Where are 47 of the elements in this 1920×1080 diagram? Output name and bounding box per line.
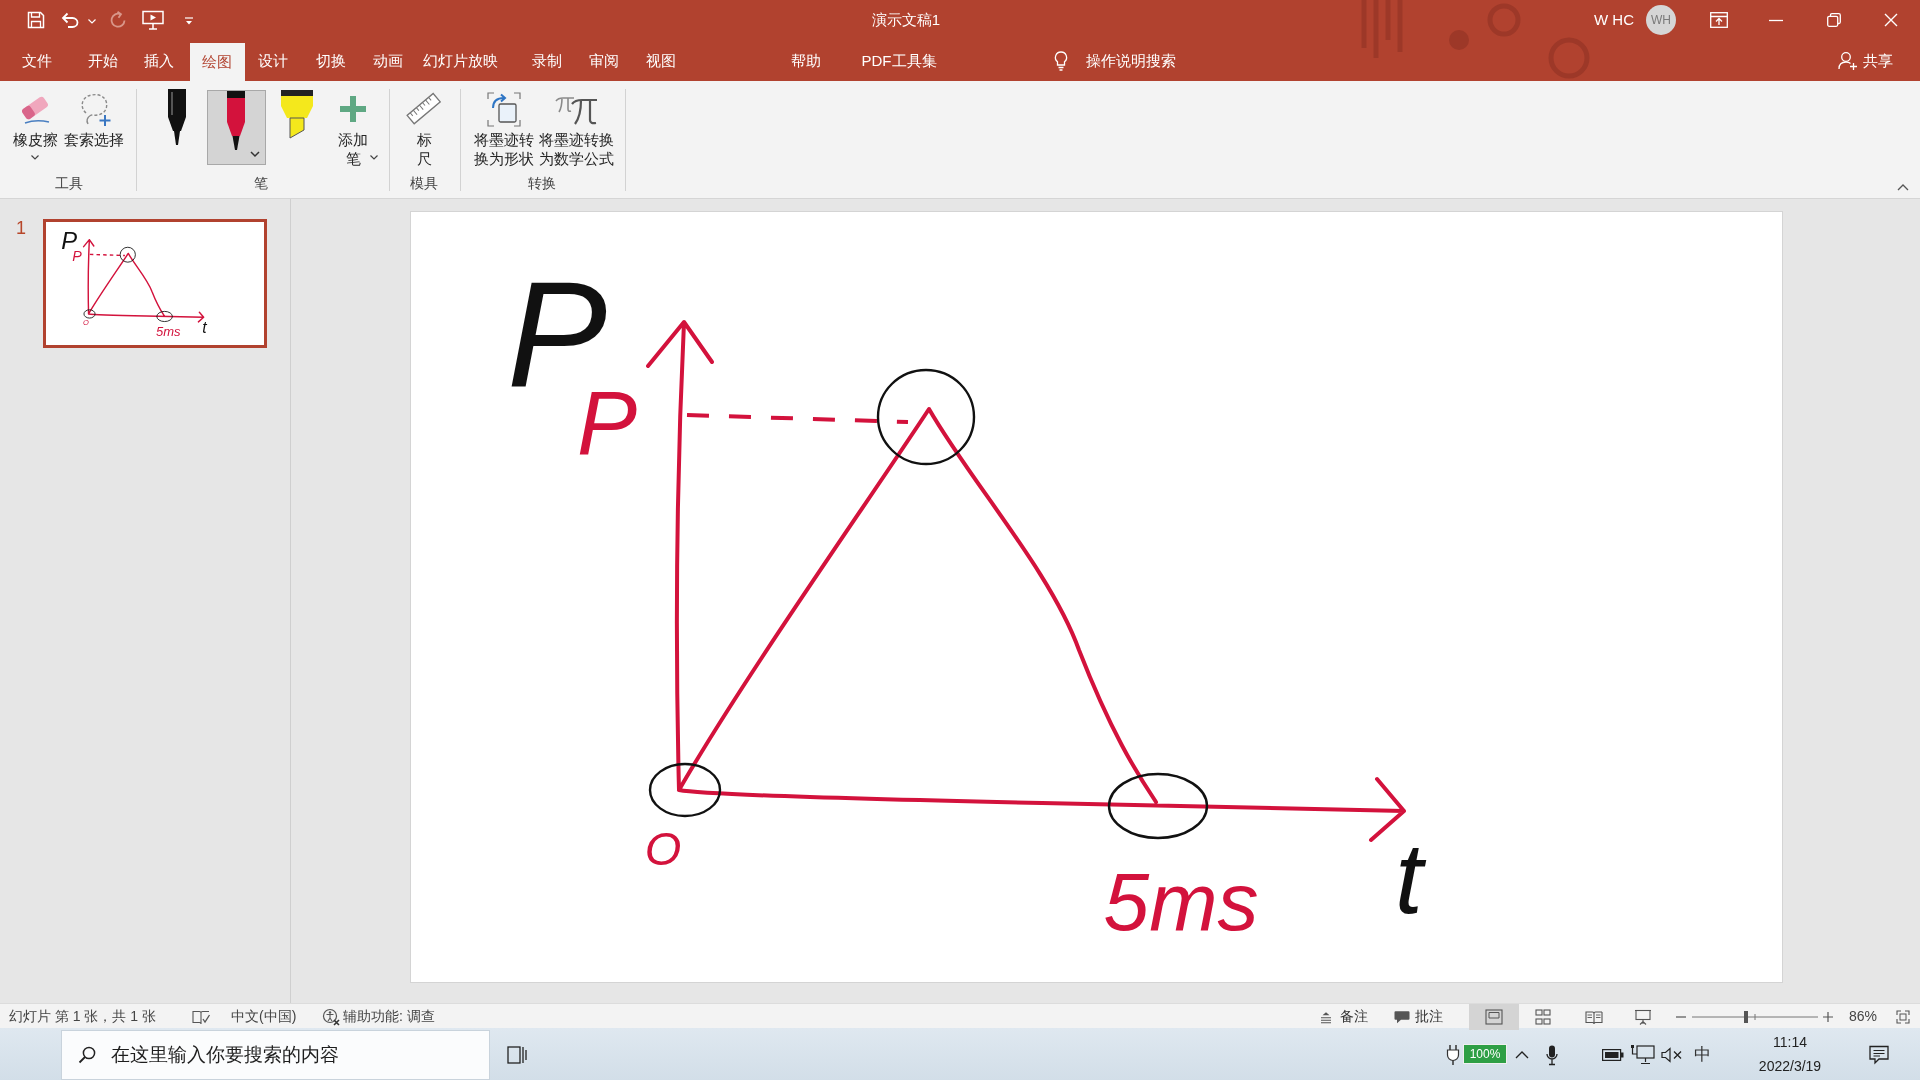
axis-label: P bbox=[506, 277, 608, 391]
tick-label: 5ms bbox=[1103, 871, 1259, 933]
tab-label: 设计 bbox=[258, 51, 288, 71]
axis-label: t bbox=[202, 321, 207, 334]
share-label: 共享 bbox=[1863, 51, 1893, 71]
tick-label: 5ms bbox=[155, 326, 181, 337]
command-label: 添加笔 bbox=[337, 130, 369, 168]
tab-label: 幻灯片放映 bbox=[422, 51, 498, 71]
slide-number: 1 bbox=[16, 216, 26, 240]
group-label: 模具 bbox=[410, 175, 438, 193]
group-label: 工具 bbox=[55, 175, 83, 193]
notes-label: 备注 bbox=[1340, 1008, 1368, 1026]
command-label: 将墨迹转换为数学公式 bbox=[537, 130, 615, 168]
help-search-label: 操作说明搜索 bbox=[1086, 51, 1176, 71]
search-field: 在这里输入你要搜索的内容 bbox=[61, 1030, 490, 1080]
status-text: 幻灯片 第 1 张，共 1 张 bbox=[9, 1008, 157, 1026]
command-label: 将墨迹转换为形状 bbox=[473, 130, 535, 168]
tab-label: 动画 bbox=[373, 51, 403, 71]
tab-label: 帮助 bbox=[791, 51, 821, 71]
battery-indicator: 100% bbox=[1463, 1044, 1507, 1064]
tab-label: 开始 bbox=[88, 51, 118, 71]
tab-label: 视图 bbox=[646, 51, 676, 71]
value-label: P bbox=[577, 390, 637, 458]
window-title: 演示文稿1 bbox=[871, 10, 941, 30]
user-name: W HC bbox=[1594, 10, 1634, 30]
command-label: 橡皮擦 bbox=[11, 130, 59, 149]
tab-label: PDF工具集 bbox=[861, 51, 937, 71]
status-text: 中文(中国) bbox=[231, 1008, 297, 1026]
tab-label: 文件 bbox=[22, 51, 52, 71]
axis-label: P bbox=[61, 232, 78, 251]
tab-label: 插入 bbox=[144, 51, 174, 71]
origin-label: O bbox=[644, 831, 682, 867]
group-label: 转换 bbox=[528, 175, 556, 193]
clock-time: 11:14 bbox=[1773, 1034, 1807, 1052]
clock-date: 2022/3/19 bbox=[1758, 1058, 1822, 1076]
status-text: 辅助功能: 调查 bbox=[343, 1008, 435, 1026]
input-method-indicator: 中 bbox=[1693, 1044, 1711, 1066]
value-label: P bbox=[72, 250, 82, 261]
comments-label: 批注 bbox=[1415, 1008, 1443, 1026]
selected-ribbon-tab: 绘图 bbox=[189, 43, 245, 81]
tab-label: 录制 bbox=[532, 51, 562, 71]
tab-label: 审阅 bbox=[589, 51, 619, 71]
tab-label: 切换 bbox=[316, 51, 346, 71]
command-label: 标尺 bbox=[415, 130, 433, 168]
group-label: 笔 bbox=[254, 175, 268, 193]
zoom-level: 86% bbox=[1849, 1008, 1878, 1026]
command-label: 套索选择 bbox=[63, 130, 125, 149]
